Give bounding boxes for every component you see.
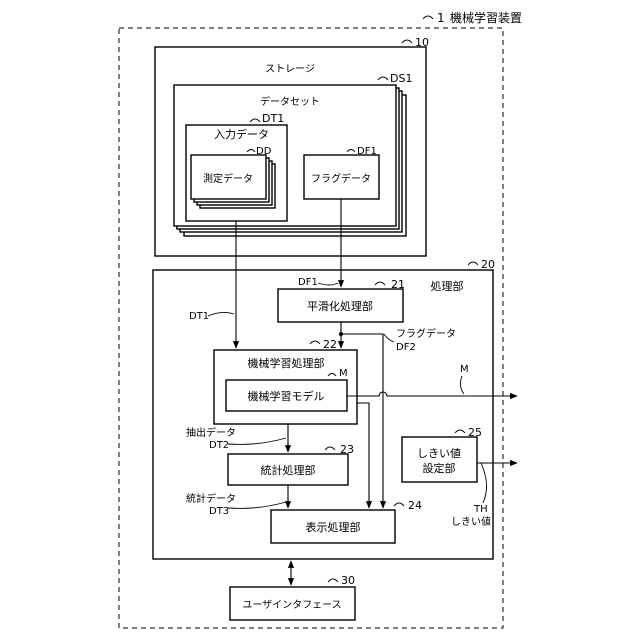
ml-model-title: 機械学習モデル (248, 389, 325, 403)
user-interface-ref: 30 (341, 574, 355, 587)
smoothing-title: 平滑化処理部 (307, 299, 373, 313)
measured-data-ref: DD (256, 146, 272, 157)
label-df2: DF2 (396, 342, 416, 353)
dataset-ref: DS1 (390, 72, 412, 85)
device-title: 機械学習装置 (450, 10, 522, 25)
smoothing-ref: 21 (391, 278, 405, 291)
statistics-title: 統計処理部 (261, 463, 316, 477)
threshold-setter-title-1: しきい値 (417, 447, 461, 460)
measured-data-title: 測定データ (203, 172, 253, 185)
input-data-ref: DT1 (262, 112, 284, 125)
label-th-ref: TH (473, 504, 488, 515)
label-df1: DF1 (298, 277, 318, 288)
dataset-title: データセット (260, 95, 320, 108)
label-flag-data: フラグデータ (396, 327, 456, 340)
label-dt1: DT1 (189, 311, 209, 322)
display-ref: 24 (408, 499, 422, 512)
label-m-output: M (460, 364, 469, 375)
processing-ref: 20 (481, 258, 495, 271)
label-stats-data: 統計データ (186, 492, 236, 505)
statistics-ref: 23 (340, 443, 354, 456)
storage-ref: 10 (415, 36, 429, 49)
user-interface-title: ユーザインタフェース (242, 599, 341, 611)
ml-processing-title: 機械学習処理部 (248, 356, 325, 370)
label-threshold: しきい値 (451, 515, 491, 528)
threshold-setter-ref: 25 (468, 426, 482, 439)
ml-processing-ref: 22 (323, 338, 337, 351)
display-title: 表示処理部 (306, 520, 361, 534)
processing-title: 処理部 (431, 279, 464, 293)
label-dt2: DT2 (209, 440, 229, 451)
ml-model-ref: M (339, 368, 348, 379)
threshold-setter-title-2: 設定部 (423, 461, 456, 475)
device-ref: 1 (437, 11, 445, 25)
storage-title: ストレージ (265, 64, 315, 75)
label-extract-data: 抽出データ (186, 426, 236, 439)
flag-data-title: フラグデータ (311, 172, 371, 185)
label-dt3: DT3 (209, 506, 229, 517)
flag-data-ref: DF1 (357, 146, 377, 157)
input-data-title: 入力データ (214, 127, 269, 141)
